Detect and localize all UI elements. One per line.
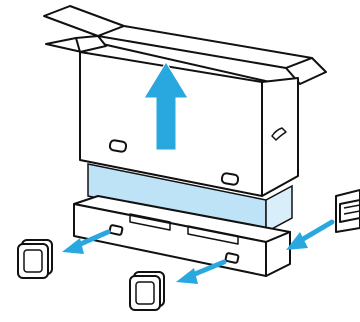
tray-slot-left-icon [109,225,122,235]
right-arrow-icon [286,222,332,250]
clip-left [18,240,52,278]
clip-right [336,190,360,232]
bottom-arrow-icon [176,262,224,284]
box-handle-left-icon [109,140,126,153]
tray-slot-right-icon [225,253,238,263]
product-side [266,186,292,232]
box-handle-right-icon [221,173,238,186]
clip-bottom [130,272,164,310]
